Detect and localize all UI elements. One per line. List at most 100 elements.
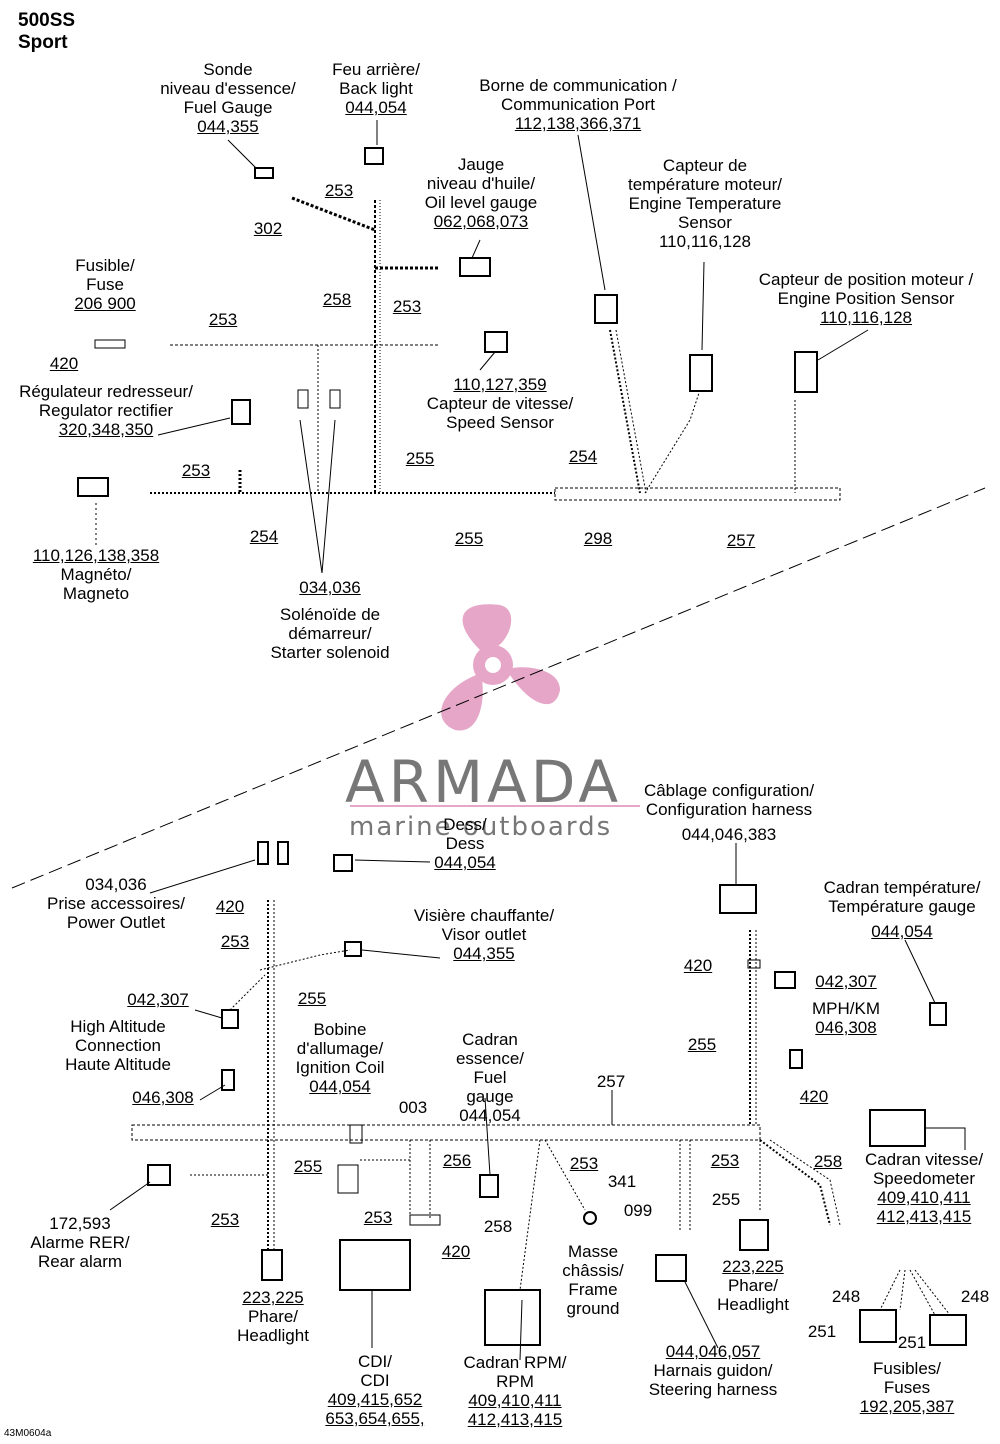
speed-sensor-label: 110,127,359 Capteur de vitesse/ Speed Se…	[427, 375, 573, 432]
engine-pos-en: Engine Position Sensor	[777, 289, 955, 308]
mph-km-text: MPH/KM	[812, 999, 880, 1018]
ignition-coil-ref: 044,054	[309, 1077, 371, 1096]
wire-ref: 420	[683, 956, 713, 975]
fuses-label: Fusibles/ Fuses 192,205,387	[860, 1359, 955, 1416]
wire-ref: 253	[392, 297, 422, 316]
regulator-label: Régulateur redresseur/ Regulator rectifi…	[19, 382, 193, 439]
wire-ref: 253	[324, 181, 354, 200]
high-alt-ref-b: 046,308	[132, 1088, 194, 1107]
starter-solenoid-en: Starter solenoid	[270, 643, 390, 662]
dess-en: Dess	[445, 834, 485, 853]
cdi-ref2: 653,654,655,	[325, 1409, 425, 1428]
rpm-ref2: 412,413,415	[467, 1410, 563, 1429]
fuse-ref: 206 900	[74, 294, 136, 313]
high-alt-en2: Connection	[74, 1036, 162, 1055]
steering-harness-en: Steering harness	[648, 1380, 778, 1399]
dess-ref: 044,054	[434, 853, 496, 872]
config-harness-label: Câblage configuration/ Configuration har…	[644, 781, 814, 844]
high-alt-fr: Haute Altitude	[65, 1055, 171, 1074]
fuel-gauge-sender-ref: 044,355	[197, 117, 259, 136]
fuse-label: Fusible/ Fuse 206 900	[74, 256, 135, 313]
power-outlet-fr: Prise accessoires/	[47, 894, 185, 913]
regulator-fr: Régulateur redresseur/	[19, 382, 193, 401]
engine-temp-en2: Sensor	[678, 213, 732, 232]
visor-outlet-label: Visière chauffante/ Visor outlet 044,355	[414, 906, 554, 963]
wire-ref: 420	[799, 1087, 829, 1106]
wire-ref: 255	[711, 1190, 741, 1209]
wire-ref: 253	[710, 1151, 740, 1170]
wire-ref: 255	[454, 529, 484, 548]
steering-harness-fr: Harnais guidon/	[653, 1361, 773, 1380]
oil-gauge-ref: 062,068,073	[433, 212, 529, 231]
oil-gauge-fr: Jauge	[457, 155, 505, 174]
fuel-gauge-sender-en: Fuel Gauge	[183, 98, 273, 117]
drawing-code: 43M0604a	[4, 1428, 52, 1439]
fuse-fr: Fusible/	[75, 256, 135, 275]
ignition-coil-label: Bobine d'allumage/ Ignition Coil 044,054	[296, 1020, 385, 1096]
frame-ground-fr2: châssis/	[562, 1261, 624, 1280]
fuses-ref: 192,205,387	[859, 1397, 955, 1416]
wire-ref: 254	[568, 447, 598, 466]
visor-outlet-fr: Visière chauffante/	[413, 906, 555, 925]
cdi-ref: 409,415,652	[327, 1390, 423, 1409]
frame-ground-en2: ground	[566, 1299, 620, 1318]
frame-ground-ref-a: 341	[607, 1172, 637, 1191]
comm-port-en: Communication Port	[500, 95, 655, 114]
comm-port-label: Borne de communication / Communication P…	[479, 76, 677, 133]
headlight-left-label: 223,225 Phare/ Headlight	[237, 1288, 309, 1345]
speed-sensor-en: Speed Sensor	[446, 413, 554, 432]
steering-harness-ref: 044,046,057	[665, 1342, 761, 1361]
cdi-fr: CDI/	[357, 1352, 392, 1371]
high-altitude-label: 042,307 High Altitude Connection Haute A…	[42, 990, 194, 1107]
wire-ref: 248	[831, 1287, 861, 1306]
frame-ground-en: Frame	[568, 1280, 618, 1299]
speedometer-en: Speedometer	[872, 1169, 976, 1188]
speedometer-label: Cadran vitesse/ Speedometer 409,410,411 …	[865, 1150, 983, 1226]
power-outlet-ref: 034,036	[85, 875, 147, 894]
upper-harness	[77, 120, 869, 574]
back-light-en: Back light	[339, 79, 413, 98]
steering-harness-label: 044,046,057 Harnais guidon/ Steering har…	[649, 1342, 778, 1399]
speed-sensor-fr: Capteur de vitesse/	[426, 394, 574, 413]
engine-temp-fr2: température moteur/	[627, 175, 783, 194]
fuel-gauge-ref: 044,054	[459, 1106, 521, 1125]
mph-km-ref-b: 046,308	[815, 1018, 877, 1037]
config-harness-ref: 044,046,383	[681, 825, 777, 844]
engine-temp-en: Engine Temperature	[628, 194, 782, 213]
headlight-left-en: Headlight	[237, 1326, 309, 1345]
fuse-en: Fuse	[86, 275, 124, 294]
magneto-label: 110,126,138,358 Magnéto/ Magneto	[33, 546, 159, 603]
config-harness-fr: Câblage configuration/	[643, 781, 815, 800]
fuel-gauge-fr2: essence/	[455, 1049, 525, 1068]
ignition-coil-fr: Bobine	[313, 1020, 367, 1039]
dess-fr: Dess/	[443, 815, 487, 834]
temp-gauge-label: Cadran température/ Température gauge 04…	[824, 878, 981, 941]
starter-solenoid-fr2: démarreur/	[288, 624, 372, 643]
mph-km-ref-a: 042,307	[815, 972, 877, 991]
wire-ref: 255	[297, 989, 327, 1008]
wire-ref: 253	[208, 310, 238, 329]
back-light-fr: Feu arrière/	[332, 60, 420, 79]
temp-gauge-fr: Cadran température/	[823, 878, 981, 897]
magneto-en: Magneto	[62, 584, 130, 603]
frame-ground-fr: Masse	[567, 1242, 619, 1261]
starter-solenoid-ref: 034,036	[299, 578, 361, 597]
mph-km-label: 042,307 MPH/KM 046,308	[812, 972, 880, 1037]
rpm-fr: Cadran RPM/	[463, 1353, 567, 1372]
wire-ref: 420	[215, 897, 245, 916]
wire-ref: 251	[807, 1322, 837, 1341]
wire-ref: 255	[293, 1157, 323, 1176]
back-light-ref: 044,054	[345, 98, 407, 117]
magneto-fr: Magnéto/	[60, 565, 132, 584]
engine-pos-fr: Capteur de position moteur /	[758, 270, 974, 289]
cdi-label: CDI/ CDI 409,415,652 653,654,655,	[325, 1352, 424, 1428]
rpm-en: RPM	[496, 1372, 534, 1391]
fuel-gauge-sender-label: Sonde niveau d'essence/ Fuel Gauge 044,3…	[160, 60, 296, 136]
model-variant: Sport	[18, 32, 68, 53]
wire-ref: 258	[483, 1217, 513, 1236]
wire-ref: 256	[442, 1151, 472, 1170]
fuel-gauge-sender-fr: Sonde	[203, 60, 253, 79]
wire-ref: 420	[49, 354, 79, 373]
engine-temp-fr: Capteur de	[662, 156, 748, 175]
dess-label: Dess/ Dess 044,054	[434, 815, 495, 872]
